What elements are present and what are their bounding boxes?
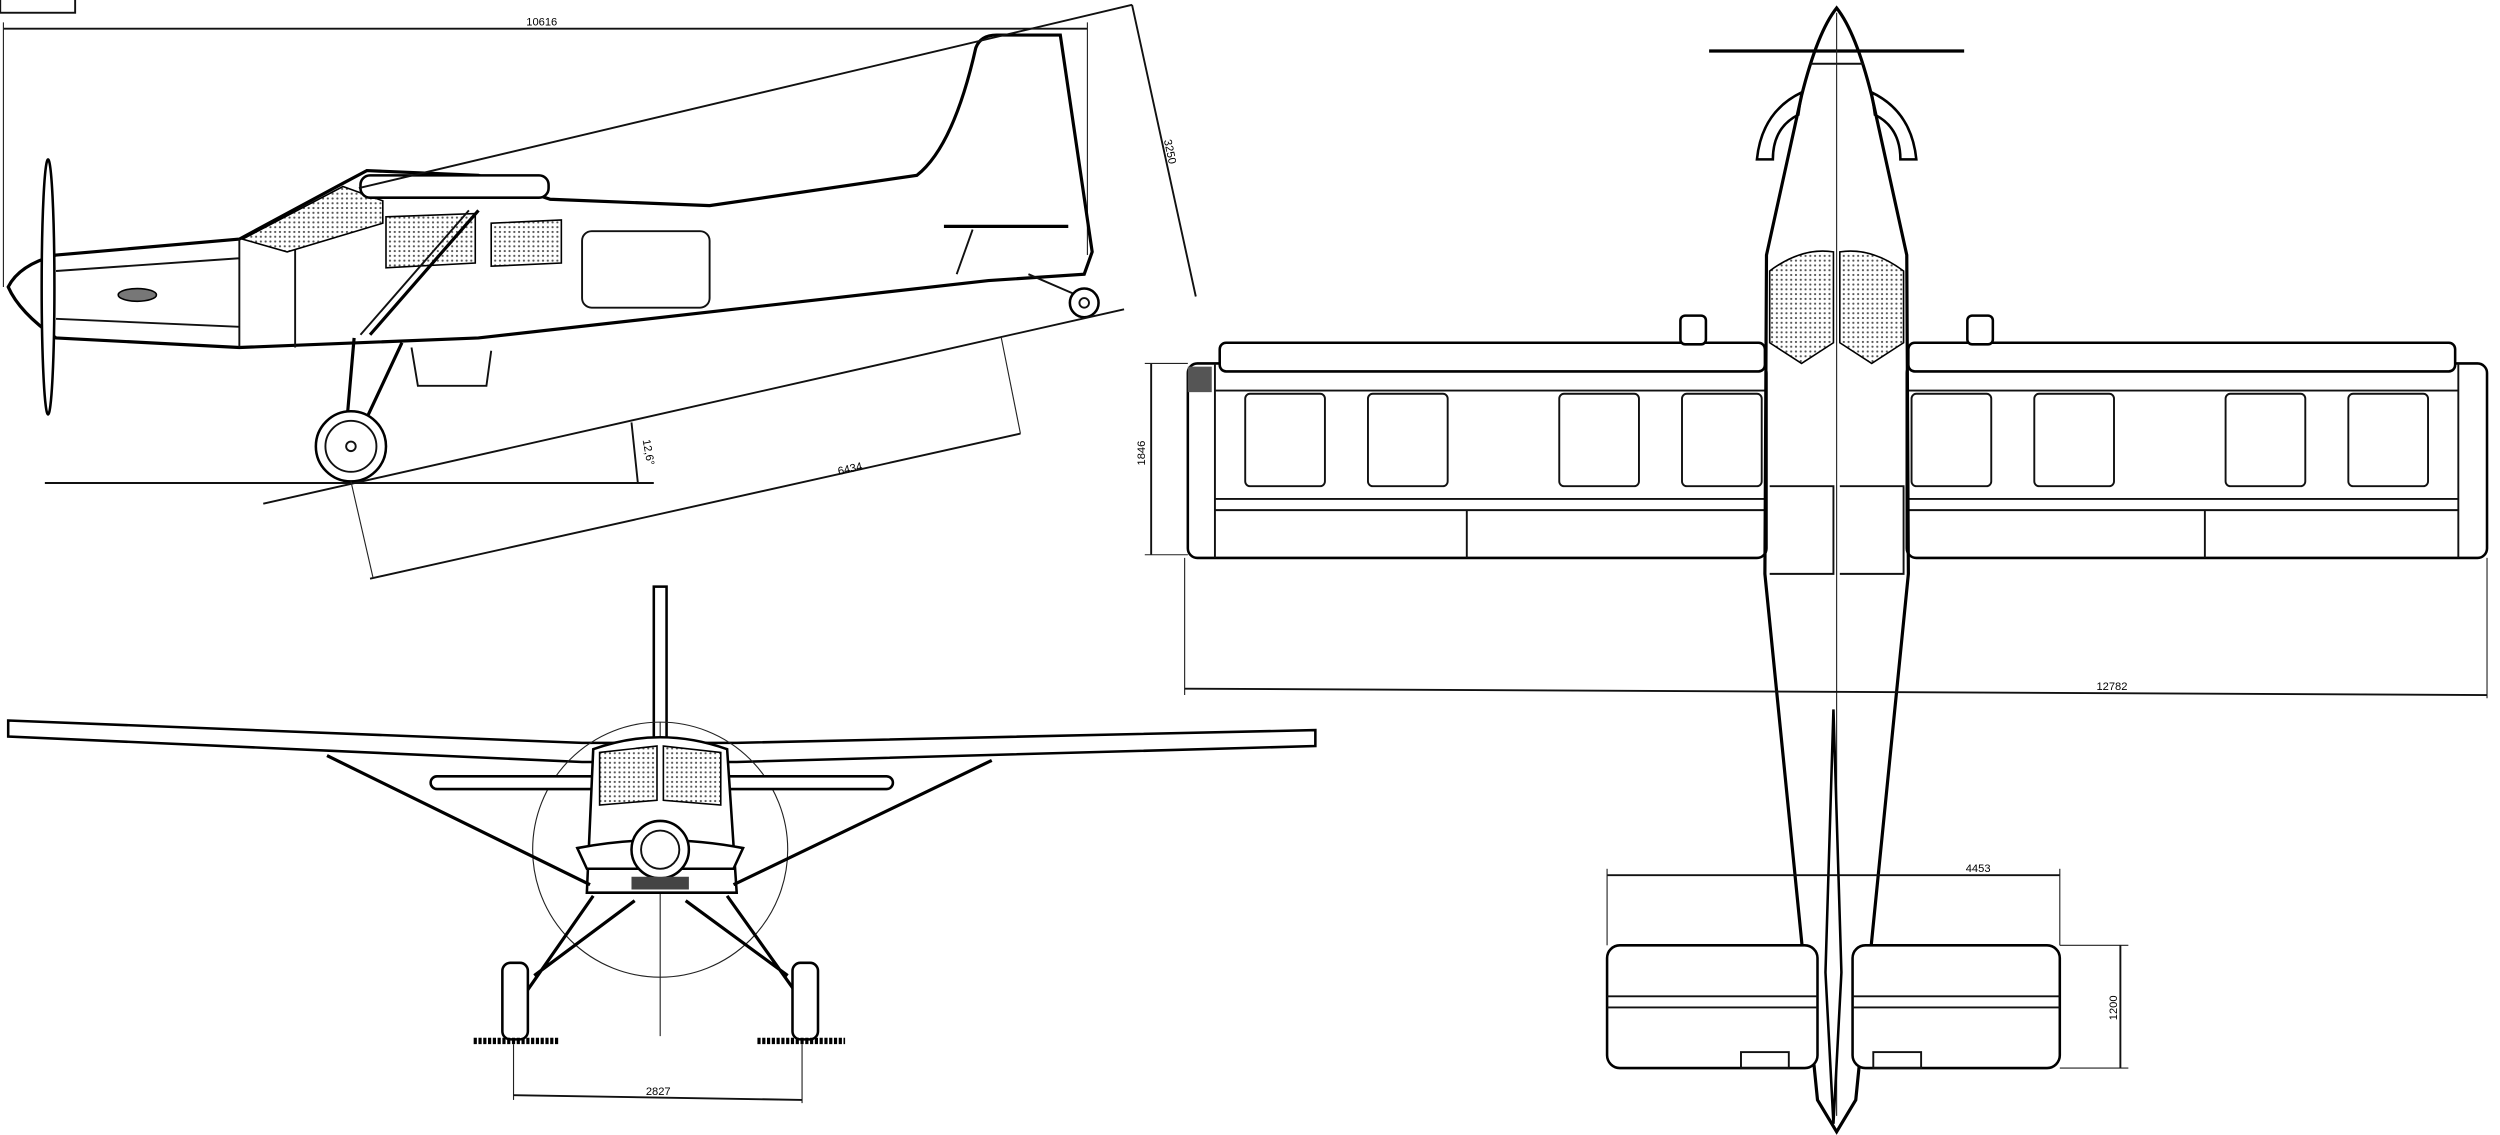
propeller-side (40, 158, 56, 416)
cockpit-window-top (1768, 250, 1905, 365)
tipback-line (263, 308, 1125, 505)
tailplane-span-label: 4453 (1966, 863, 1991, 875)
wheelbase-dimension: 6434 (350, 337, 1021, 580)
corner-frame (0, 0, 77, 14)
wing-panels (1244, 392, 2429, 488)
track-label: 2827 (646, 1086, 671, 1098)
front-view: 2827 (6, 585, 1317, 1104)
main-gear-leg (346, 337, 404, 419)
cargo-door (581, 230, 711, 309)
tailwheel (1068, 287, 1100, 319)
wheelbase-label: 6434 (837, 461, 864, 478)
fuselage-top (1763, 5, 1910, 1135)
wingspan-label: 12782 (2096, 681, 2127, 693)
top-view: 1846 12782 4453 1200 (1136, 5, 2489, 1135)
angle-dimension: 12,6° (630, 422, 656, 484)
height-dimension: 3250 (1131, 4, 1197, 297)
step (410, 347, 493, 387)
fuselage-side (6, 33, 1094, 350)
angle-label: 12,6° (640, 438, 656, 466)
tailwheel-strut (1028, 273, 1077, 296)
track-dimension: 2827 (512, 1044, 803, 1104)
tailplane-chord-label: 1200 (2108, 995, 2120, 1020)
chord-label: 1846 (1136, 441, 1148, 466)
side-view: 10616 3250 12,6° (2, 3, 1197, 580)
chord-dimension: 1846 (1136, 362, 1188, 556)
cabin-window-1 (385, 212, 477, 269)
right-slat (1907, 341, 2457, 373)
tailplane-chord-dimension: 1200 (2059, 944, 2129, 1069)
length-label: 10616 (526, 17, 557, 29)
fin-top (1824, 709, 1843, 1124)
right-fuel-cap (1966, 314, 1995, 346)
exhaust-icon (117, 287, 158, 303)
cowling-detail (55, 235, 297, 348)
left-strut (326, 754, 591, 887)
height-label: 3250 (1161, 138, 1178, 165)
right-wing-top (1905, 362, 2489, 560)
left-wheel-front (501, 961, 530, 1041)
wingspan-dimension: 12782 (1184, 557, 2488, 699)
left-slat (1218, 341, 1767, 373)
right-wheel-front (791, 961, 820, 1041)
air-intake (631, 876, 689, 890)
tail-tangent-line (358, 3, 1133, 190)
windshield-front (598, 745, 722, 806)
cabin-window-2 (490, 219, 563, 268)
wing-root-side (359, 174, 550, 199)
gear-legs-front (518, 894, 804, 1003)
left-wing-top (1186, 362, 1768, 560)
windshield (240, 185, 384, 253)
tailplane-span-dimension: 4453 (1606, 863, 2061, 946)
left-fuel-cap (1679, 314, 1708, 346)
wing-strut-side (368, 209, 480, 336)
right-strut (732, 758, 993, 887)
